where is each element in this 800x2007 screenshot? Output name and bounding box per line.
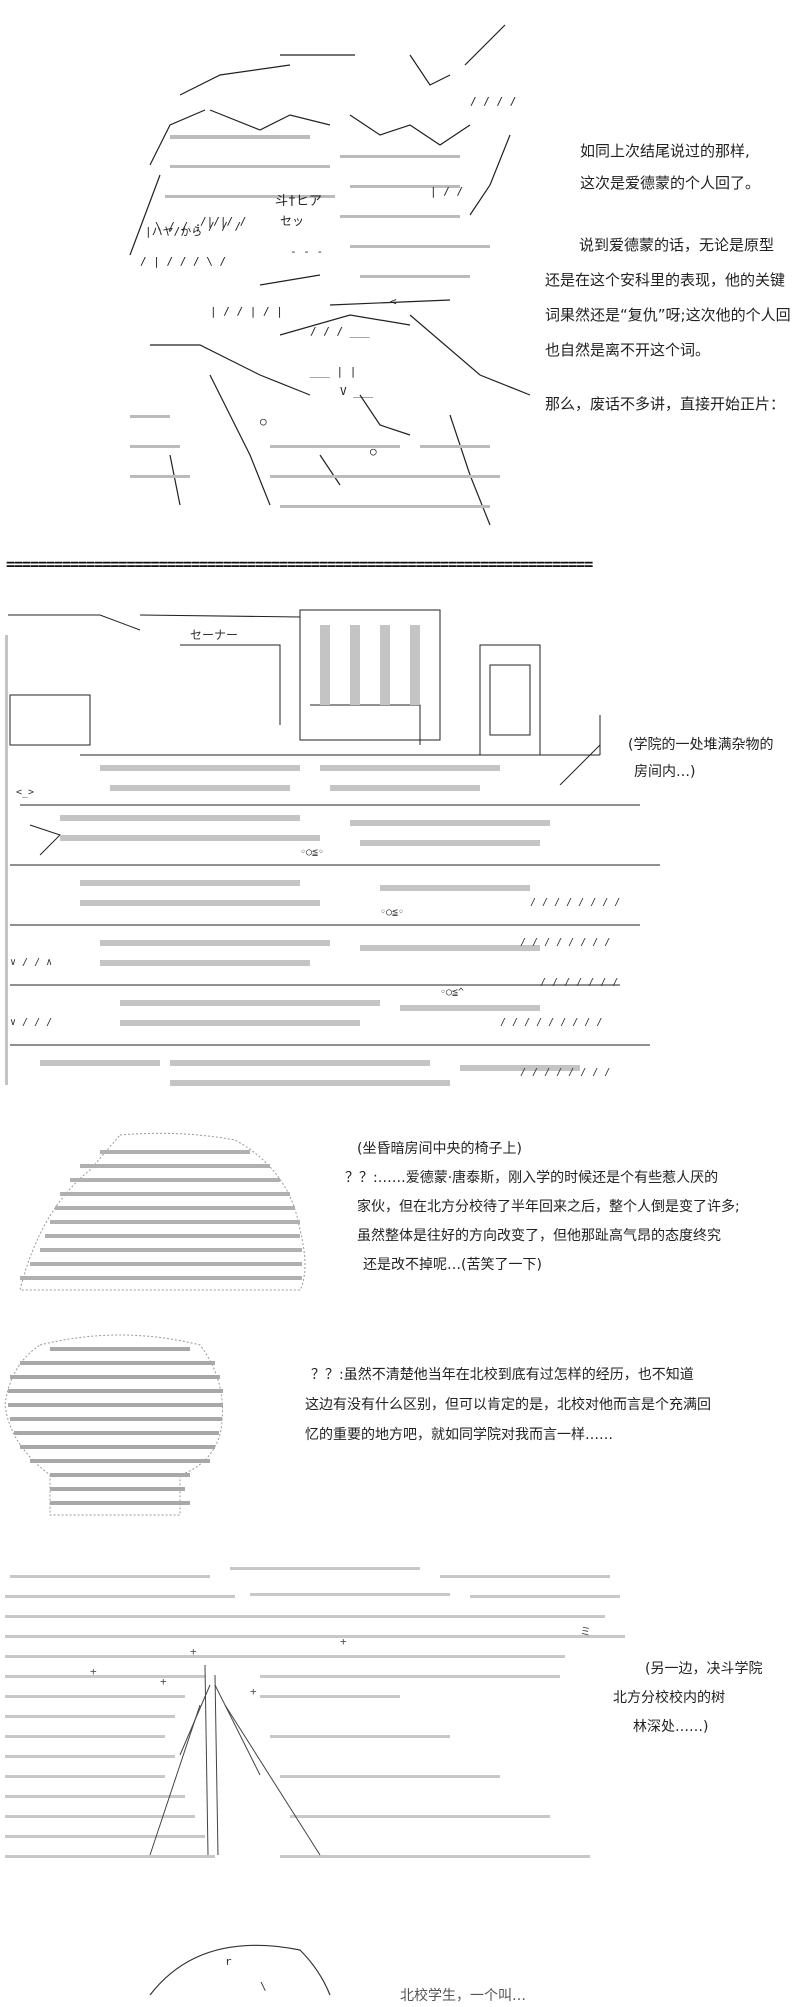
caption-line: (学院的一处堆满杂物的: [628, 737, 774, 753]
art-glyph-4: セーナー: [190, 628, 238, 642]
panel-chair: (坐昏暗房间中央的椅子上) ？？:……爱德蒙·唐泰斯，刚入学的时候还是个有些惹人…: [0, 1120, 800, 1310]
intro-narration: 如同上次结尾说过的那样, 这次是爱德蒙的个人回了。: [580, 140, 760, 194]
svg-text:/ / / / / / / / /: / / / / / / / / /: [500, 1017, 602, 1028]
svg-text:◦○≦^: ◦○≦^: [440, 987, 464, 998]
head-dialogue: ？？:虽然不清楚他当年在北校到底有过怎样的经历，也不知道 这边有没有什么区别，但…: [305, 1360, 711, 1450]
intro-narration-3: 那么，废话不多讲，直接开始正片：: [545, 393, 785, 415]
dialogue-line: 家伙，但在北方分校待了半年回来之后，整个人倒是变了许多;: [357, 1199, 740, 1215]
narration-line: 说到爱德蒙的话，无论是原型: [579, 236, 775, 254]
svg-text:/ / / / / / / /: / / / / / / / /: [520, 1067, 610, 1078]
dialogue-line: (坐昏暗房间中央的椅子上): [357, 1141, 522, 1157]
dialogue-line: ？？:……爱德蒙·唐泰斯，刚入学的时候还是个有些惹人厌的: [345, 1170, 719, 1186]
svg-text:<: <: [390, 295, 397, 308]
svg-text:\ / / ; / / /: \ / / ; / / /: [155, 220, 241, 233]
art-glyph-1: 斗†ヒア: [275, 194, 322, 209]
svg-text:◦○≦◦: ◦○≦◦: [380, 907, 404, 918]
svg-text:<_>: <_>: [16, 787, 34, 798]
art-glyph-3: |ハヤ/から: [145, 225, 202, 238]
svg-text:/|/|/ /: /|/|/ /: [200, 215, 246, 228]
intro-narration-2: 说到爱德蒙的话，无论是原型 还是在这个安科里的表现，他的关键 词果然还是“复仇”…: [545, 228, 791, 368]
silhouette-ascii-art: [0, 1130, 350, 1300]
narration-line: 如同上次结尾说过的那样,: [580, 142, 750, 160]
chair-dialogue: (坐昏暗房间中央的椅子上) ？？:……爱德蒙·唐泰斯，刚入学的时候还是个有些惹人…: [345, 1135, 740, 1280]
separator-line: ========================================…: [6, 557, 593, 571]
svg-text:◦○≦◦: ◦○≦◦: [300, 847, 324, 858]
svg-text:r: r: [225, 1955, 232, 1968]
svg-text:\: \: [260, 1980, 267, 1993]
svg-text:+: +: [160, 1675, 167, 1688]
caption-line: 林深处……): [633, 1719, 709, 1735]
forest-caption: (另一边，决斗学院 北方分校校内的树 林深处……): [613, 1655, 763, 1742]
room-caption: (学院的一处堆满杂物的 房间内…): [628, 735, 773, 783]
svg-text:/ | / / / \ /: / | / / / \ /: [140, 255, 226, 268]
svg-text:/ / / / / / / /: / / / / / / / /: [520, 937, 610, 948]
caption-line: 房间内…): [634, 764, 696, 780]
svg-text:+: +: [190, 1645, 197, 1658]
narration-line: 这次是爱德蒙的个人回了。: [580, 174, 761, 192]
panel-bottom-partial: r \ 北校学生，一个叫…: [0, 1900, 800, 2004]
dialogue-line: 忆的重要的地方吧，就如同学院对我而言一样……: [305, 1427, 613, 1443]
svg-text:∨ / / /: ∨ / / /: [10, 1017, 52, 1028]
character-ascii-art: \ / / ; / / / / | / / / \ / /|/|/ / - - …: [110, 15, 550, 540]
svg-text:/ / / / / / / /: / / / / / / / /: [530, 897, 620, 908]
svg-text:/ / / / / / /: / / / / / / /: [540, 977, 618, 988]
dialogue-line: ？？:虽然不清楚他当年在北校到底有过怎样的经历，也不知道: [311, 1367, 694, 1383]
head-ascii-art: [0, 1325, 240, 1525]
panel-intro: \ / / ; / / / / | / / / \ / /|/|/ / - - …: [0, 0, 800, 550]
svg-text:○: ○: [370, 445, 377, 458]
dialogue-line: 还是改不掉呢…(苦笑了一下): [363, 1257, 542, 1273]
svg-text:V ___: V ___: [340, 385, 373, 398]
panel-head: ？？:虽然不清楚他当年在北校到底有过怎样的经历，也不知道 这边有没有什么区别，但…: [0, 1320, 800, 1530]
svg-text:+: +: [90, 1665, 97, 1678]
narration-line: 也自然是离不开这个词。: [545, 341, 711, 359]
caption-line: (另一边，决斗学院: [645, 1661, 763, 1677]
svg-text:○: ○: [260, 415, 267, 428]
caption-line: 北方分校校内的树: [613, 1690, 725, 1706]
svg-text:+: +: [250, 1685, 257, 1698]
panel-forest: + + + + + ミ (另一边，决斗学院 北方分校校内的树 林深处……): [0, 1550, 800, 1880]
svg-text:| / / | / |: | / / | / |: [210, 305, 283, 318]
svg-text:∨ / / ∧: ∨ / / ∧: [10, 957, 52, 968]
narration-line: 还是在这个安科里的表现，他的关键: [545, 271, 786, 289]
dialogue-line: 虽然整体是往好的方向改变了，但他那趾高气昂的态度终究: [357, 1228, 721, 1244]
art-glyph-2: セッ: [280, 214, 304, 228]
forest-ascii-art: + + + + + ミ: [0, 1555, 640, 1875]
dialogue-line: 这边有没有什么区别，但可以肯定的是，北校对他而言是个充满回: [305, 1397, 711, 1413]
svg-text:+: +: [340, 1635, 347, 1648]
partial-ascii-art: r \: [140, 1920, 340, 2000]
svg-text:/ / / /: / / / /: [470, 95, 516, 108]
svg-text:| / /: | / /: [430, 185, 463, 198]
narration-line: 词果然还是“复仇”呀;这次他的个人回: [545, 306, 791, 324]
narration-line: 那么，废话不多讲，直接开始正片：: [545, 395, 786, 413]
panel-room: / / / / / / / / / / / / / / / / / / / / …: [0, 575, 800, 1105]
svg-text:- - -: - - -: [290, 245, 323, 258]
bottom-partial-text: 北校学生，一个叫…: [400, 1988, 526, 2004]
cluttered-room-ascii-art: / / / / / / / / / / / / / / / / / / / / …: [0, 605, 660, 1105]
svg-text:___ | |: ___ | |: [310, 365, 356, 378]
svg-text:ミ: ミ: [580, 1625, 591, 1638]
svg-text:/ / / ___: / / / ___: [310, 325, 370, 338]
